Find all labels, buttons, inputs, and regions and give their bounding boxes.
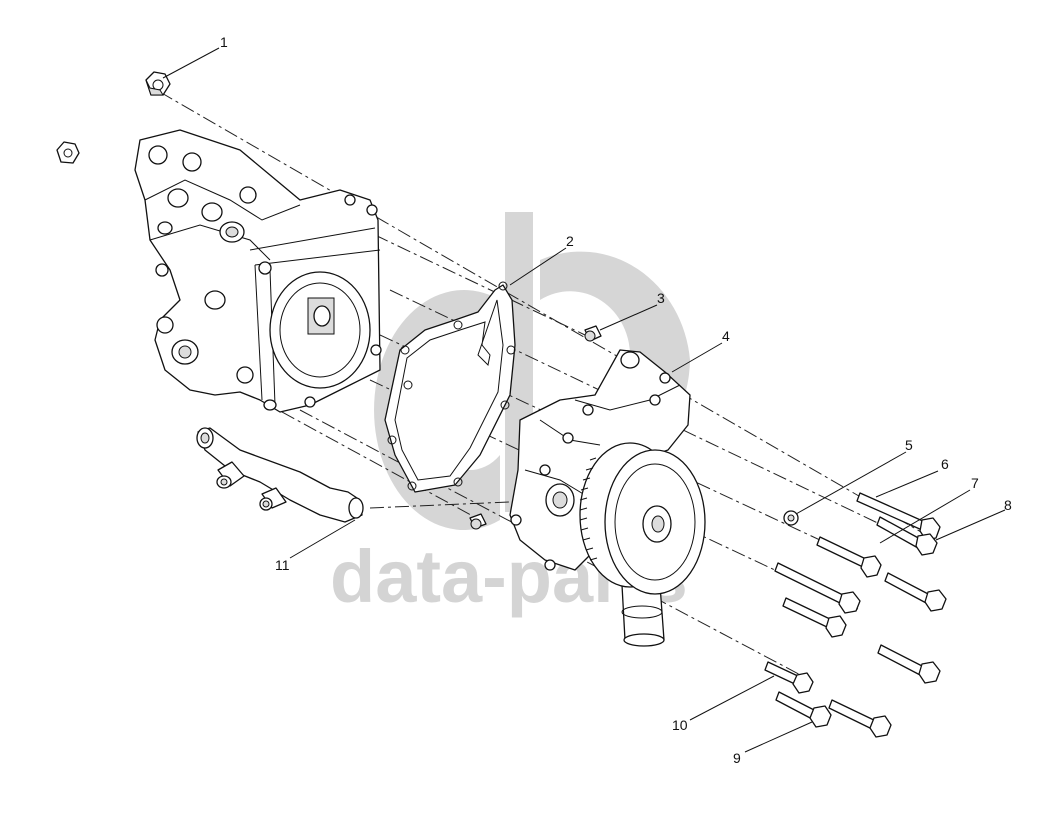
- bolt-c[interactable]: [782, 597, 847, 638]
- engine-housing: [134, 129, 382, 413]
- washer-item-5[interactable]: [783, 510, 799, 526]
- leader-lines: [162, 47, 1006, 753]
- bolt-item-8[interactable]: [876, 516, 938, 556]
- bolt-item-10[interactable]: [764, 661, 814, 694]
- callout-1: 1: [220, 34, 228, 50]
- bolt-item-7[interactable]: [816, 536, 882, 578]
- gasket-item-2[interactable]: [384, 281, 516, 493]
- bolt-b[interactable]: [884, 572, 947, 612]
- callout-10: 10: [672, 717, 688, 733]
- callout-8: 8: [1004, 497, 1012, 513]
- callout-7: 7: [971, 475, 979, 491]
- bolt-item-6[interactable]: [856, 492, 941, 541]
- callout-11: 11: [275, 557, 290, 573]
- dowel-item-3[interactable]: [584, 325, 602, 342]
- nut-loose[interactable]: [56, 141, 80, 164]
- coolant-tube-item-11[interactable]: [196, 427, 364, 523]
- nut-item-1[interactable]: [145, 71, 171, 96]
- bolt-a[interactable]: [774, 562, 861, 614]
- callout-9: 9: [733, 750, 741, 766]
- callout-2: 2: [566, 233, 574, 249]
- bolt-e[interactable]: [828, 699, 892, 738]
- dowel-lower[interactable]: [469, 513, 487, 530]
- water-pump-item-4[interactable]: [509, 349, 706, 647]
- callout-labels: 1 2 3 4 5 6 7 8 9 10 11: [220, 34, 1012, 766]
- bolt-d[interactable]: [877, 644, 941, 684]
- callout-4: 4: [722, 328, 730, 344]
- callout-5: 5: [905, 437, 913, 453]
- bolt-item-9[interactable]: [775, 691, 832, 728]
- callout-3: 3: [657, 290, 665, 306]
- callout-6: 6: [941, 456, 949, 472]
